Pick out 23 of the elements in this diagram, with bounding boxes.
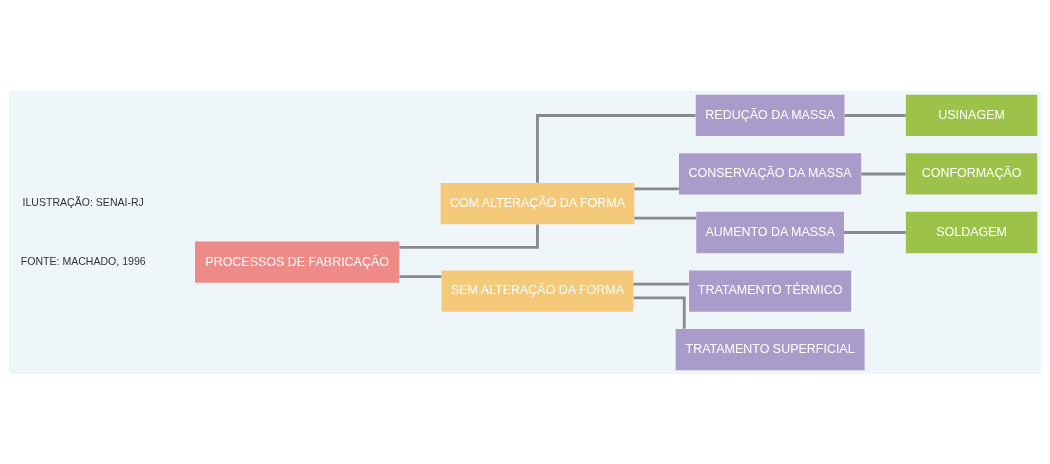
node-box: TRATAMENTO TÉRMICO [689, 269, 852, 312]
node-box: PROCESSOS DE FABRICAÇÃO [195, 241, 400, 283]
node-box: CONFORMAÇÃO [905, 152, 1038, 195]
node-box: AUMENTO DA MASSA [696, 211, 844, 253]
connector [861, 172, 906, 175]
node-box: REDUÇÃO DA MASSA [695, 94, 845, 136]
connector [634, 216, 696, 220]
node-box: COM ALTERAÇÃO DA FORMA [440, 182, 635, 224]
connector [536, 113, 696, 183]
connector [634, 186, 679, 190]
node-box: SOLDAGEM [905, 211, 1038, 253]
node-box: USINAGEM [905, 94, 1038, 136]
label: ILUSTRAÇÃO: SENAI-RJ [22, 195, 144, 208]
label: FONTE: MACHADO, 1996 [20, 254, 146, 267]
connector [633, 282, 689, 286]
connector [633, 295, 686, 329]
connector [843, 230, 906, 234]
connector [399, 224, 539, 249]
node-box: CONSERVAÇÃO DA MASSA [678, 152, 862, 195]
connector [844, 113, 906, 117]
connector [399, 274, 442, 278]
node-box: TRATAMENTO SUPERFICIAL [675, 328, 865, 370]
node-box: SEM ALTERAÇÃO DA FORMA [441, 269, 634, 312]
